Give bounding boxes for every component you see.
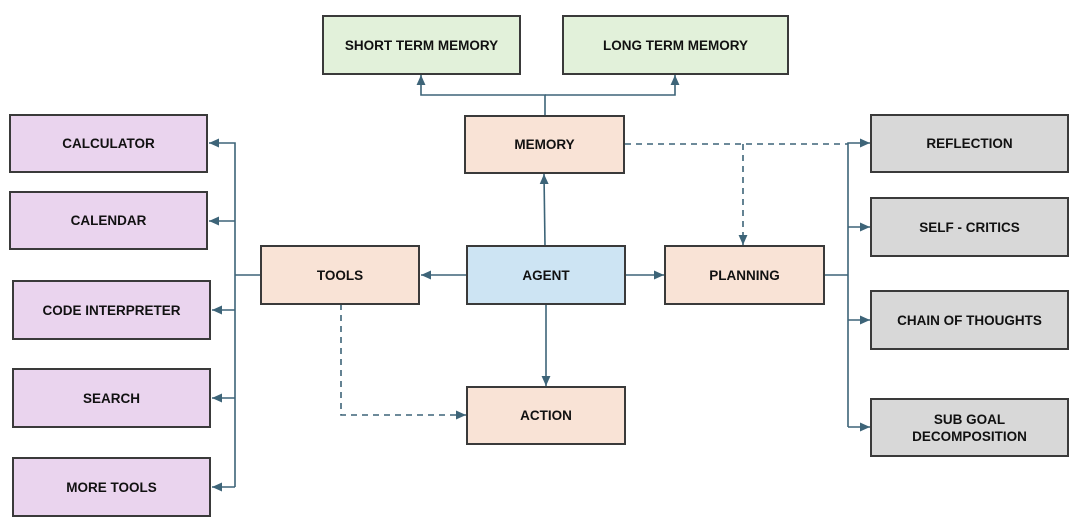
edge-planning-reflection bbox=[847, 138, 870, 427]
more-tools-node: MORE TOOLS bbox=[12, 457, 211, 517]
calculator-node: CALCULATOR bbox=[9, 114, 208, 173]
long-term-memory-node: LONG TERM MEMORY bbox=[562, 15, 789, 75]
chain-of-thoughts-node: CHAIN OF THOUGHTS bbox=[870, 290, 1069, 350]
sub-goal-decomposition-node: SUB GOAL DECOMPOSITION bbox=[870, 398, 1069, 457]
edge-memory-long-term-memory bbox=[545, 75, 680, 96]
agent-node: AGENT bbox=[466, 245, 626, 305]
edge-agent-memory bbox=[539, 173, 549, 247]
planning-node: PLANNING bbox=[664, 245, 825, 305]
memory-node: MEMORY bbox=[464, 115, 625, 174]
edge-tools-calculator bbox=[209, 138, 236, 487]
self-critics-node: SELF - CRITICS bbox=[870, 197, 1069, 257]
reflection-node: REFLECTION bbox=[870, 114, 1069, 173]
action-node: ACTION bbox=[466, 386, 626, 445]
edge-tools-action-dashed bbox=[340, 304, 466, 420]
edge-memory-short-term-memory bbox=[416, 75, 546, 115]
short-term-memory-node: SHORT TERM MEMORY bbox=[322, 15, 521, 75]
search-node: SEARCH bbox=[12, 368, 211, 428]
calendar-node: CALENDAR bbox=[9, 191, 208, 250]
tools-node: TOOLS bbox=[260, 245, 420, 305]
code-interpreter-node: CODE INTERPRETER bbox=[12, 280, 211, 340]
